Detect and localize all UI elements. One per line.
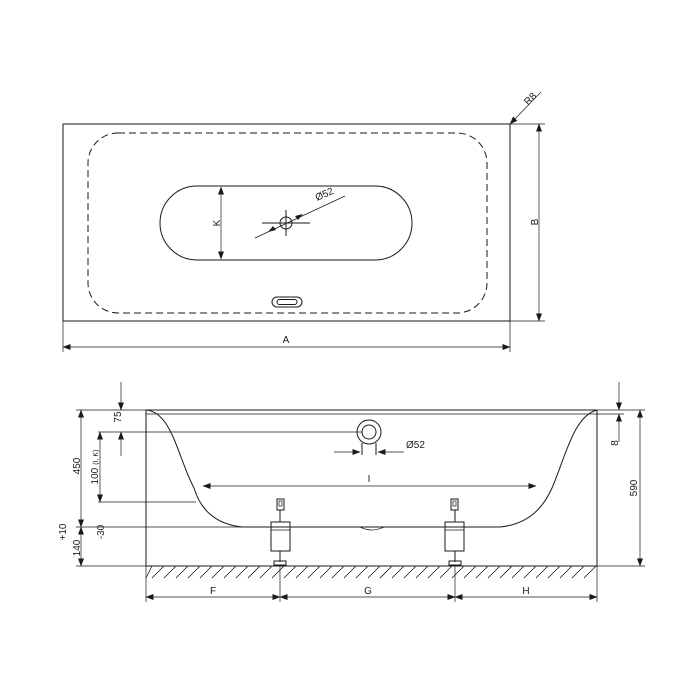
dim-a-label: A (283, 335, 290, 346)
dim-f-label: F (210, 586, 216, 597)
dim-a: A (62, 321, 511, 352)
drain-top-label: Ø52 (314, 186, 336, 204)
top-view: Ø52 K A B R8 (62, 91, 545, 352)
dim-b: B (510, 123, 545, 322)
right-dimensions: 8 590 (597, 382, 645, 567)
foot-right (444, 498, 465, 566)
dim-8-label: 8 (610, 440, 621, 446)
tol-minus-label: -30 (96, 524, 107, 539)
dim-r8: R8 (509, 91, 542, 125)
dim-k-label: K (212, 219, 223, 226)
dim-r8-label: R8 (522, 91, 539, 108)
inner-oval (159, 185, 413, 261)
floor-hatch (145, 565, 597, 579)
tub-profile (145, 409, 598, 528)
overflow-top (271, 296, 303, 308)
dim-i: I (202, 474, 537, 489)
left-dimensions: 75 450 100(I, K) 140 +10 -30 (58, 382, 362, 567)
dim-450-label: 450 (72, 457, 83, 474)
tol-plus-label: +10 (58, 523, 69, 540)
drain-side-label: Ø52 (406, 440, 425, 451)
tub-outline-top (62, 123, 511, 322)
foot-left (270, 498, 291, 566)
inner-rim-dashed (87, 132, 488, 314)
dim-i-label: I (368, 474, 371, 485)
dim-140-label: 140 (72, 539, 83, 556)
overflow-side: Ø52 (334, 419, 425, 455)
dim-75-label: 75 (113, 411, 124, 423)
dim-590-label: 590 (629, 479, 640, 496)
dim-100-label: 100(I, K) (90, 450, 101, 485)
drain-top: Ø52 (254, 186, 346, 239)
dim-g-label: G (364, 586, 372, 597)
dim-k: K (212, 186, 224, 260)
dim-b-label: B (530, 218, 541, 225)
dim-h-label: H (522, 586, 529, 597)
bottom-dimensions: F G H (145, 566, 598, 602)
side-view: Ø52 I (58, 382, 645, 602)
